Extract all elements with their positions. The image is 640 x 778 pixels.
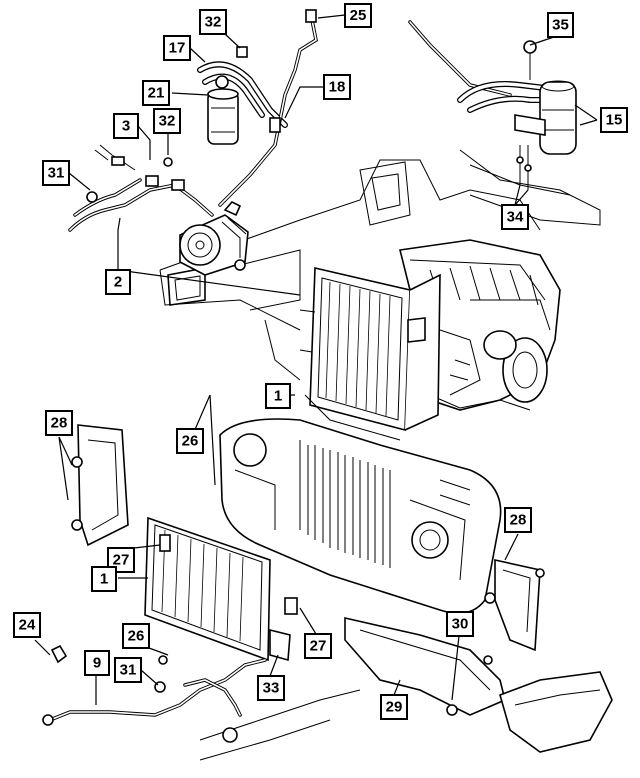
callout-label: 32: [159, 113, 176, 130]
liquid-line-and-canister-15: [408, 20, 577, 190]
callout-28: 28: [504, 507, 532, 533]
callout-1: 1: [265, 383, 291, 409]
side-shield-28-left: [71, 424, 129, 547]
accumulator-17: [197, 61, 288, 145]
callout-label: 28: [51, 415, 68, 432]
callout-label: 2: [114, 274, 122, 291]
callout-18: 18: [323, 74, 351, 100]
callout-32: 32: [199, 9, 227, 35]
grille-opening-reinforcement: [219, 418, 502, 615]
callout-label: 21: [148, 85, 165, 102]
callout-label: 26: [182, 433, 199, 450]
callout-1: 1: [91, 566, 117, 592]
callout-15: 15: [600, 107, 628, 133]
liquid-line-9: [42, 644, 361, 761]
callout-label: 9: [93, 655, 101, 672]
discharge-hose-2: [68, 144, 214, 232]
callout-label: 34: [507, 209, 524, 226]
callout-28: 28: [45, 410, 73, 436]
callout-label: 1: [100, 571, 108, 588]
callout-label: 1: [274, 388, 282, 405]
callout-label: 15: [606, 112, 623, 129]
condenser-1: [144, 516, 298, 662]
callout-3: 3: [113, 113, 139, 139]
callout-label: 31: [48, 165, 65, 182]
callout-label: 33: [263, 680, 280, 697]
callout-label: 26: [128, 628, 145, 645]
callout-label: 3: [122, 118, 130, 135]
callout-label: 30: [452, 616, 469, 633]
callout-25: 25: [344, 3, 372, 28]
callout-31: 31: [42, 160, 70, 186]
callout-label: 28: [510, 512, 527, 529]
callout-label: 24: [19, 617, 36, 634]
callout-33: 33: [257, 675, 285, 701]
suction-hose-18: [218, 9, 318, 207]
callout-label: 27: [310, 638, 327, 655]
callout-26: 26: [176, 428, 204, 454]
callout-34: 34: [501, 204, 529, 230]
callout-label: 27: [113, 552, 130, 569]
callout-label: 32: [205, 14, 222, 31]
radiator-upper: [299, 267, 441, 441]
callout-label: 25: [350, 7, 367, 24]
callout-27: 27: [304, 633, 332, 659]
callout-17: 17: [163, 35, 191, 61]
callout-21: 21: [142, 80, 170, 106]
callout-label: 35: [552, 17, 569, 34]
side-shield-28-right: [484, 559, 545, 652]
callout-label: 17: [169, 40, 186, 57]
callout-label: 31: [120, 662, 137, 679]
compressor-assembly: [179, 201, 249, 276]
callout-label: 18: [329, 79, 346, 96]
callout-31: 31: [114, 657, 142, 683]
callout-26: 26: [122, 623, 150, 649]
air-dam-29: [344, 616, 613, 753]
callout-29: 29: [380, 694, 408, 720]
callout-30: 30: [446, 611, 474, 637]
callout-2: 2: [105, 269, 131, 295]
callout-label: 29: [386, 699, 403, 716]
callout-27: 27: [107, 547, 135, 573]
callout-9: 9: [84, 650, 110, 676]
callout-24: 24: [13, 612, 41, 638]
callout-35: 35: [547, 12, 574, 38]
callout-32: 32: [153, 108, 181, 134]
